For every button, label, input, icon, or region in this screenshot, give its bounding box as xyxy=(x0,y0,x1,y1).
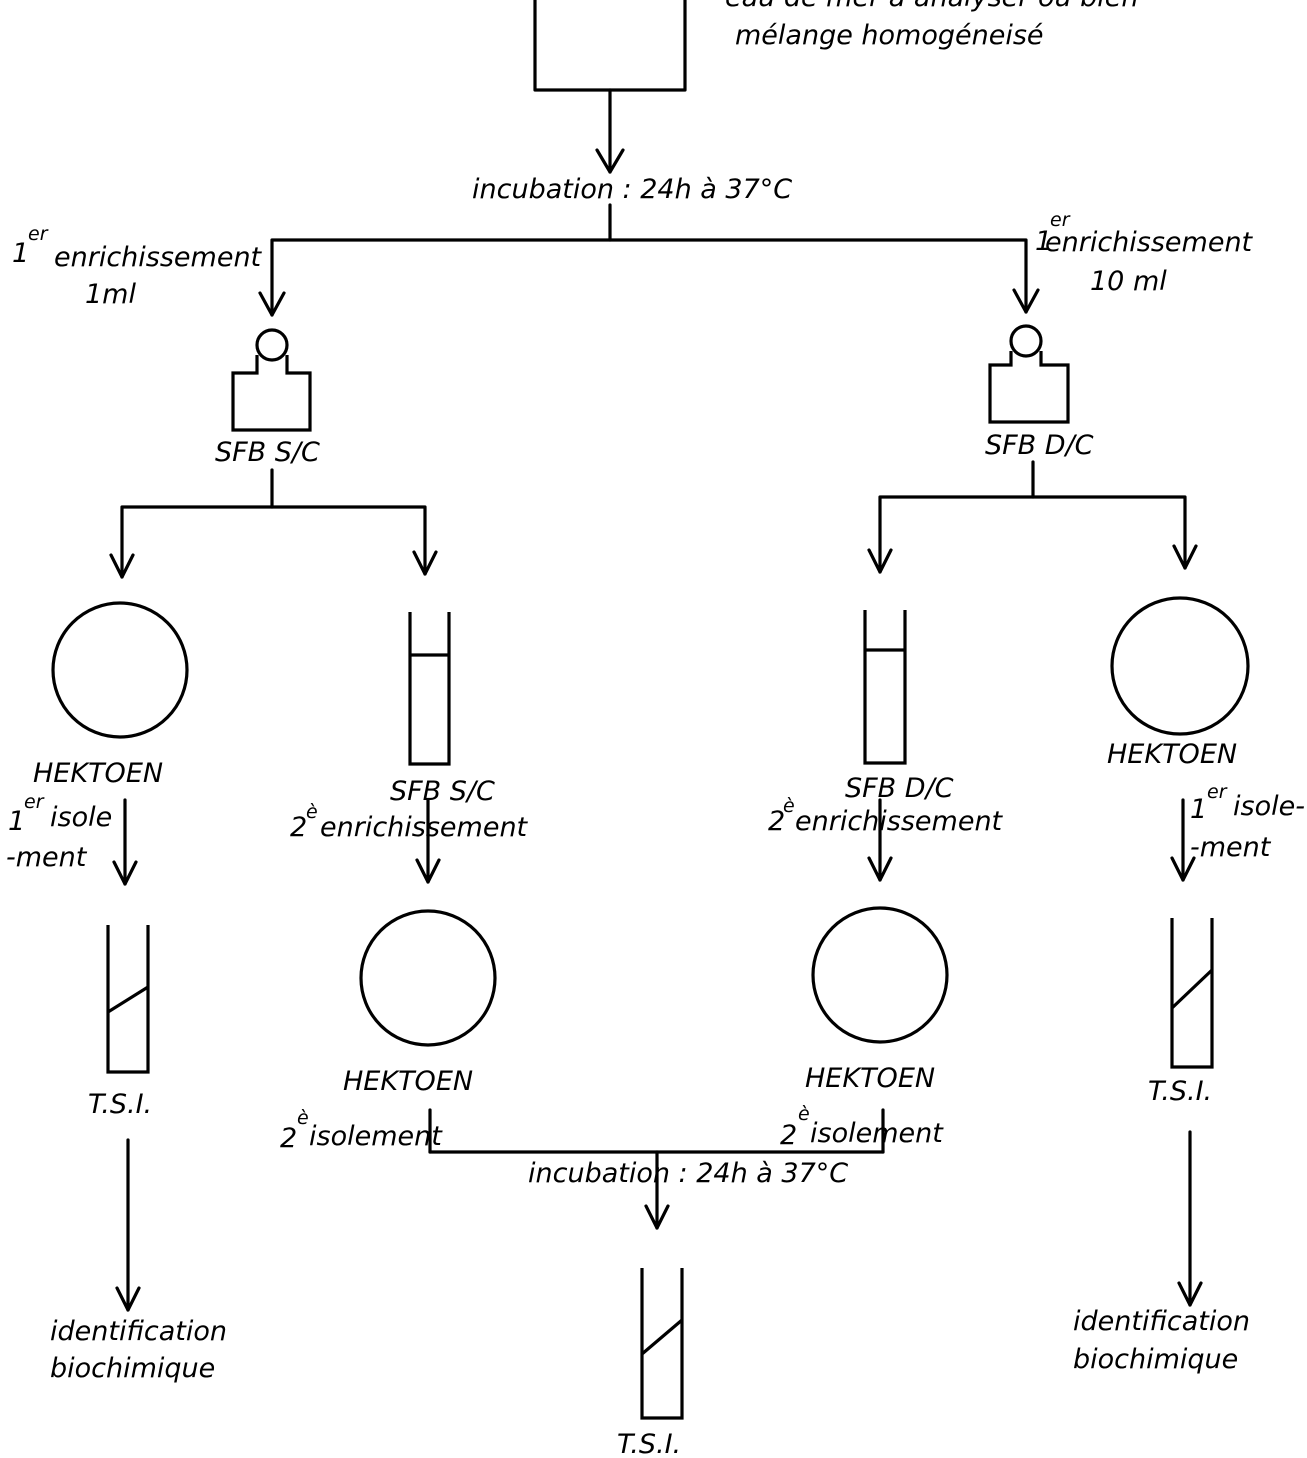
right-plate1-label: HEKTOEN xyxy=(1107,739,1237,770)
left-enrichment2-label: enrichissement xyxy=(320,812,529,843)
left-enrichment2-sup: è xyxy=(306,801,318,823)
arrow-head-icon xyxy=(867,856,893,882)
right-plate2-label: HEKTOEN xyxy=(805,1063,935,1094)
split-line xyxy=(878,495,1187,574)
left-tube-label: SFB S/C xyxy=(390,776,495,807)
left-isolement2-sup: è xyxy=(297,1107,309,1129)
arrow-head-icon xyxy=(1170,856,1196,882)
left-isolement2-label: isolement xyxy=(309,1121,443,1152)
left-enrichment-sup: er xyxy=(28,223,49,245)
incubation-top-label: incubation : 24h à 37°C xyxy=(472,174,792,205)
arrow-head-icon xyxy=(115,1286,141,1312)
right-flask-icon xyxy=(988,324,1070,424)
left-petri-dish-2-icon xyxy=(359,909,497,1047)
incubation-bottom-label: incubation : 24h à 37°C xyxy=(528,1158,848,1189)
arrow-head-icon xyxy=(415,858,441,884)
arrow-head-icon xyxy=(412,550,438,576)
right-enrichment2-sup: è xyxy=(783,795,795,817)
left-flask-icon xyxy=(231,328,312,432)
right-bottle-label: SFB D/C xyxy=(985,430,1094,461)
split-line xyxy=(120,505,427,579)
right-tsi-label: T.S.I. xyxy=(1148,1076,1212,1107)
left-isolement1-line2: -ment xyxy=(6,842,88,873)
right-isolement1-num: 1 xyxy=(1190,794,1207,825)
arrow-head-icon xyxy=(595,148,625,174)
left-enrichment2-num: 2 xyxy=(290,812,307,843)
right-enrichment-tube-icon xyxy=(863,610,907,765)
right-tsi-tube-icon xyxy=(1170,918,1214,1069)
right-identification-line2: biochimique xyxy=(1073,1344,1238,1375)
right-isolement1-line1: isole- xyxy=(1233,791,1305,822)
left-enrichment-label: enrichissement xyxy=(54,242,263,273)
left-identification-line2: biochimique xyxy=(50,1353,215,1384)
right-petri-dish-icon xyxy=(1110,596,1250,736)
right-enrichment2-label: enrichissement xyxy=(795,806,1004,837)
right-enrichment-num: 1 xyxy=(1035,226,1052,257)
left-isolement1-sup: er xyxy=(24,791,45,813)
left-plate1-label: HEKTOEN xyxy=(33,758,163,789)
left-enrichment-tube-icon xyxy=(408,612,451,766)
left-bottle-label: SFB S/C xyxy=(215,437,320,468)
arrow-head-icon xyxy=(867,548,893,574)
arrow-head-icon xyxy=(1177,1281,1203,1307)
right-isolement2-label: isolement xyxy=(810,1118,944,1149)
left-enrichment-num: 1 xyxy=(12,238,29,269)
left-identification-line1: identification xyxy=(50,1316,227,1347)
arrow-head-icon xyxy=(644,1204,670,1230)
right-isolement2-num: 2 xyxy=(780,1120,797,1151)
right-volume: 10 ml xyxy=(1090,266,1167,297)
final-tsi-tube-icon xyxy=(640,1268,684,1420)
arrow-head-icon xyxy=(1012,288,1040,314)
left-tsi-tube-icon xyxy=(106,925,150,1074)
left-isolement1-num: 1 xyxy=(8,806,25,837)
right-petri-dish-2-icon xyxy=(811,906,949,1044)
arrow-head-icon xyxy=(112,860,138,886)
sample-container xyxy=(533,0,687,92)
right-isolement1-line2: -ment xyxy=(1190,832,1272,863)
left-isolement2-num: 2 xyxy=(280,1123,297,1154)
left-volume: 1ml xyxy=(85,279,136,310)
right-tube-label: SFB D/C xyxy=(845,773,954,804)
right-identification-line1: identification xyxy=(1073,1306,1250,1337)
right-enrichment2-num: 2 xyxy=(768,806,785,837)
top-note-line2: mélange homogéneisé xyxy=(735,20,1044,51)
left-plate2-label: HEKTOEN xyxy=(343,1066,473,1097)
left-petri-dish-icon xyxy=(51,601,189,739)
right-enrichment-sup: er xyxy=(1050,209,1071,231)
final-tsi-label: T.S.I. xyxy=(617,1429,681,1458)
left-tsi-label: T.S.I. xyxy=(88,1089,152,1120)
left-isolement1-line1: isole xyxy=(50,802,112,833)
right-isolement2-sup: è xyxy=(798,1103,810,1125)
right-enrichment-label: enrichissement xyxy=(1045,227,1254,258)
arrow-head-icon xyxy=(258,291,286,317)
top-note-line1: eau de mer à analyser ou bien xyxy=(725,0,1139,13)
split-line xyxy=(270,238,1028,317)
arrow-head-icon xyxy=(1172,544,1198,570)
arrow-head-icon xyxy=(109,553,135,579)
right-isolement1-sup: er xyxy=(1207,781,1228,803)
